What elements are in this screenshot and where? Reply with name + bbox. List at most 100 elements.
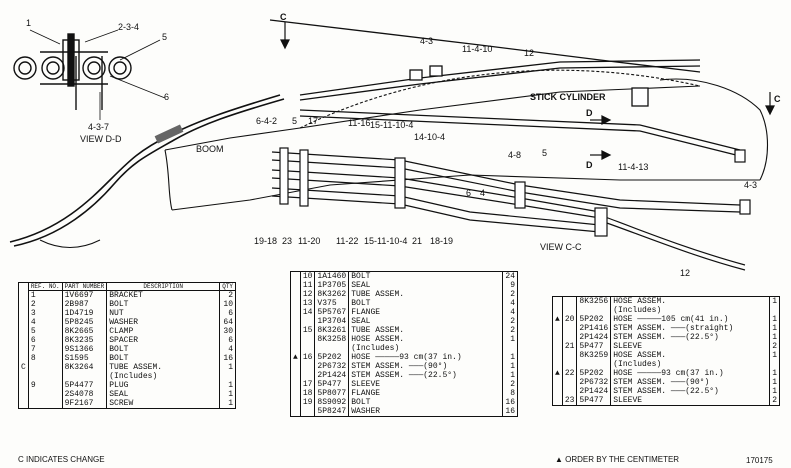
- row-description: TUBE ASSEM.: [106, 363, 221, 372]
- row-qty: 1: [502, 353, 518, 362]
- row-description: FLANGE: [348, 308, 504, 317]
- row-qty: [502, 344, 518, 353]
- callout: 21: [412, 236, 422, 246]
- view-dd-detail: [13, 29, 166, 120]
- row-ref: [27, 372, 63, 381]
- row-qty: 1: [502, 371, 518, 380]
- row-part-number: 1V6697: [61, 290, 108, 300]
- col-desc: DESCRIPTION: [106, 282, 221, 291]
- row-mark: ▲: [552, 369, 563, 378]
- callout: 12: [524, 48, 534, 58]
- row-qty: 6: [219, 336, 236, 345]
- row-qty: 64: [219, 318, 236, 327]
- row-part-number: 8K3258: [314, 335, 350, 344]
- callout: 1: [26, 18, 31, 28]
- row-description: SLEEVE: [610, 342, 771, 351]
- row-description: BRACKET: [106, 290, 221, 300]
- row-description: WASHER: [106, 318, 221, 327]
- callout: 5: [542, 148, 547, 158]
- row-mark: [552, 396, 563, 406]
- row-qty: 1: [769, 296, 780, 306]
- callout: 2-3-4: [118, 22, 139, 32]
- row-ref: 17: [299, 380, 316, 389]
- row-mark: [552, 342, 563, 351]
- row-qty: 16: [502, 398, 518, 407]
- row-qty: 8: [502, 389, 518, 398]
- stick-lines: [269, 19, 741, 157]
- row-mark: [552, 360, 563, 369]
- row-ref: 11: [299, 281, 316, 290]
- row-ref: [299, 362, 316, 371]
- row-part-number: 8K3262: [314, 290, 350, 299]
- row-mark: [290, 326, 301, 335]
- row-qty: 1: [769, 378, 780, 387]
- row-mark: [290, 308, 301, 317]
- hose-bundle: [271, 147, 751, 271]
- row-description: SLEEVE: [348, 380, 504, 389]
- row-qty: 2: [502, 290, 518, 299]
- row-description: HOSE ASSEM.: [348, 335, 504, 344]
- order-note: ▲ ORDER BY THE CENTIMETER: [555, 455, 680, 464]
- row-description: WASHER: [348, 407, 504, 417]
- row-mark: [18, 381, 29, 390]
- row-mark: [290, 389, 301, 398]
- row-qty: 24: [502, 271, 518, 281]
- row-part-number: V375: [314, 299, 350, 308]
- row-qty: [769, 306, 780, 315]
- row-mark: [552, 387, 563, 396]
- supply-hose: [9, 94, 285, 248]
- row-ref: 22: [561, 369, 578, 378]
- row-part-number: 8K3259: [576, 351, 612, 360]
- row-mark: [552, 296, 563, 306]
- row-description: SPACER: [106, 336, 221, 345]
- callout: 6: [164, 92, 169, 102]
- table-row: (Includes): [18, 372, 236, 381]
- row-part-number: [61, 372, 108, 381]
- row-qty: 1: [769, 324, 780, 333]
- callout: 11-4-13: [618, 162, 648, 172]
- row-part-number: 5P477: [576, 396, 612, 406]
- row-part-number: S1595: [61, 354, 108, 363]
- row-part-number: 5P202: [576, 369, 612, 378]
- row-mark: [290, 398, 301, 407]
- row-part-number: [576, 306, 612, 315]
- row-qty: 2: [769, 342, 780, 351]
- row-ref: 18: [299, 389, 316, 398]
- section-d-top: D: [586, 108, 593, 118]
- row-part-number: 2P1424: [576, 333, 612, 342]
- row-mark: [552, 378, 563, 387]
- row-part-number: 8K3235: [61, 336, 108, 345]
- row-part-number: 1D4719: [61, 309, 108, 318]
- row-description: HOSE —————93 cm(37 in.): [348, 353, 504, 362]
- row-ref: 10: [299, 271, 316, 281]
- row-part-number: 5P202: [576, 315, 612, 324]
- row-description: BOLT: [106, 345, 221, 354]
- section-c-left: C: [280, 12, 287, 22]
- row-qty: 1: [769, 351, 780, 360]
- row-description: (Includes): [610, 360, 771, 369]
- row-qty: 1: [502, 335, 518, 344]
- table-row: (Includes): [552, 360, 780, 369]
- row-description: STEM ASSEM. ———(22.5°): [348, 371, 504, 380]
